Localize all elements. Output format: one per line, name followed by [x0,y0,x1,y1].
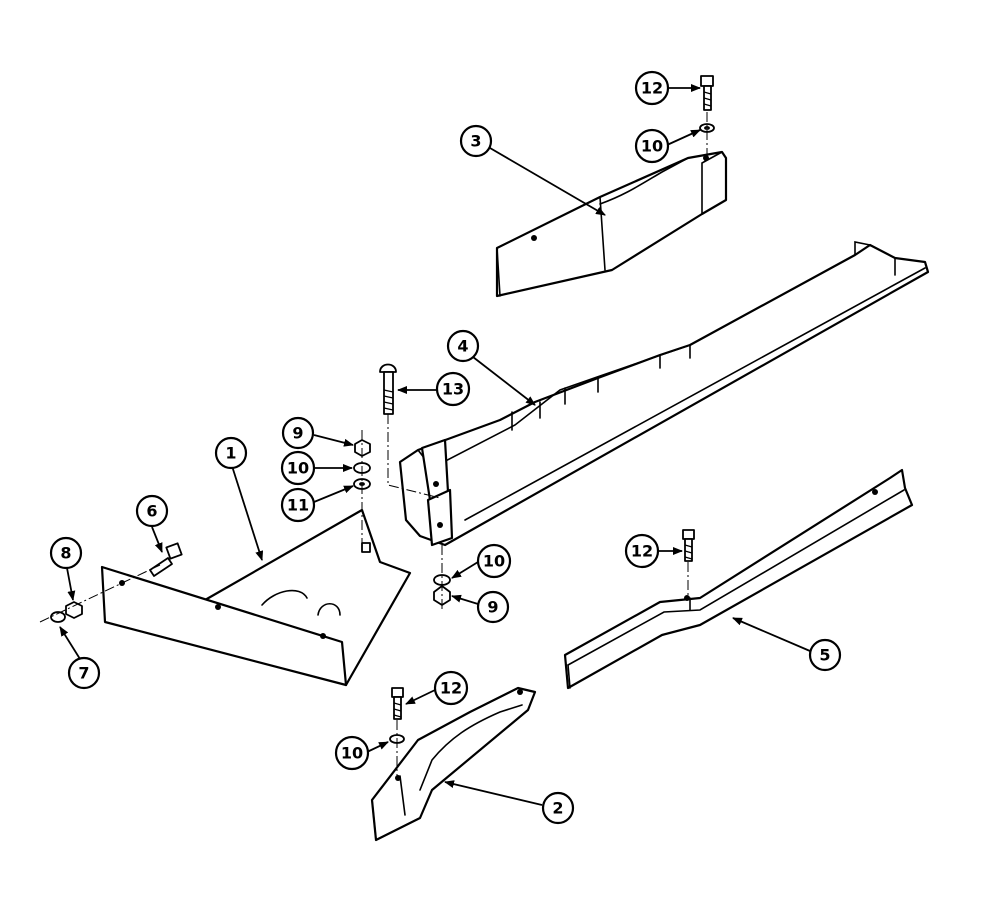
svg-text:10: 10 [483,552,505,571]
svg-text:13: 13 [442,380,464,399]
svg-text:6: 6 [146,502,157,521]
part-3-upper-bracket [495,150,728,298]
svg-text:10: 10 [641,137,663,156]
svg-text:2: 2 [552,799,563,818]
svg-text:1: 1 [225,444,236,463]
svg-text:7: 7 [78,664,89,683]
callout-3: 3 [459,124,493,158]
callout-11: 11 [280,487,316,523]
callout-4: 4 [446,329,480,363]
callout-10-mid: 10 [280,450,316,486]
svg-text:12: 12 [631,542,653,561]
svg-text:12: 12 [440,679,462,698]
callout-9-lower: 9 [476,590,510,624]
svg-text:3: 3 [470,132,481,151]
bolt-6 [149,542,183,577]
callout-1: 1 [214,436,248,470]
svg-text:5: 5 [819,646,830,665]
callout-2: 2 [541,791,575,825]
svg-text:12: 12 [641,79,663,98]
part-4-channel-rail [398,241,930,547]
callout-13: 13 [435,371,471,407]
callout-7: 7 [67,656,101,690]
callout-12-right: 12 [624,533,660,569]
callout-8: 8 [49,536,83,570]
part-5-lower-rail [563,468,914,690]
bolt-12-top [700,75,714,111]
svg-text:10: 10 [287,459,309,478]
callout-6: 6 [135,494,169,528]
bolt-13 [379,363,397,415]
part-1-plate [100,508,412,687]
callout-10-bottom: 10 [334,735,370,771]
callout-9-upper: 9 [281,416,315,450]
svg-text:9: 9 [292,424,303,443]
leader-lines [59,84,811,806]
svg-text:9: 9 [487,598,498,617]
svg-text:8: 8 [60,544,71,563]
callout-12-bottom: 12 [433,670,469,706]
callout-12-top: 12 [634,70,670,106]
hardware [50,75,715,744]
svg-text:4: 4 [457,337,468,356]
callout-10-right: 10 [476,543,512,579]
svg-text:11: 11 [287,496,309,515]
svg-text:10: 10 [341,744,363,763]
assembly-lines [39,112,708,780]
callout-10-top: 10 [634,128,670,164]
part-2-lower-bracket [370,686,537,842]
bolt-12-bottom [391,687,404,720]
bolt-12-right [682,529,695,562]
callout-5: 5 [808,638,842,672]
